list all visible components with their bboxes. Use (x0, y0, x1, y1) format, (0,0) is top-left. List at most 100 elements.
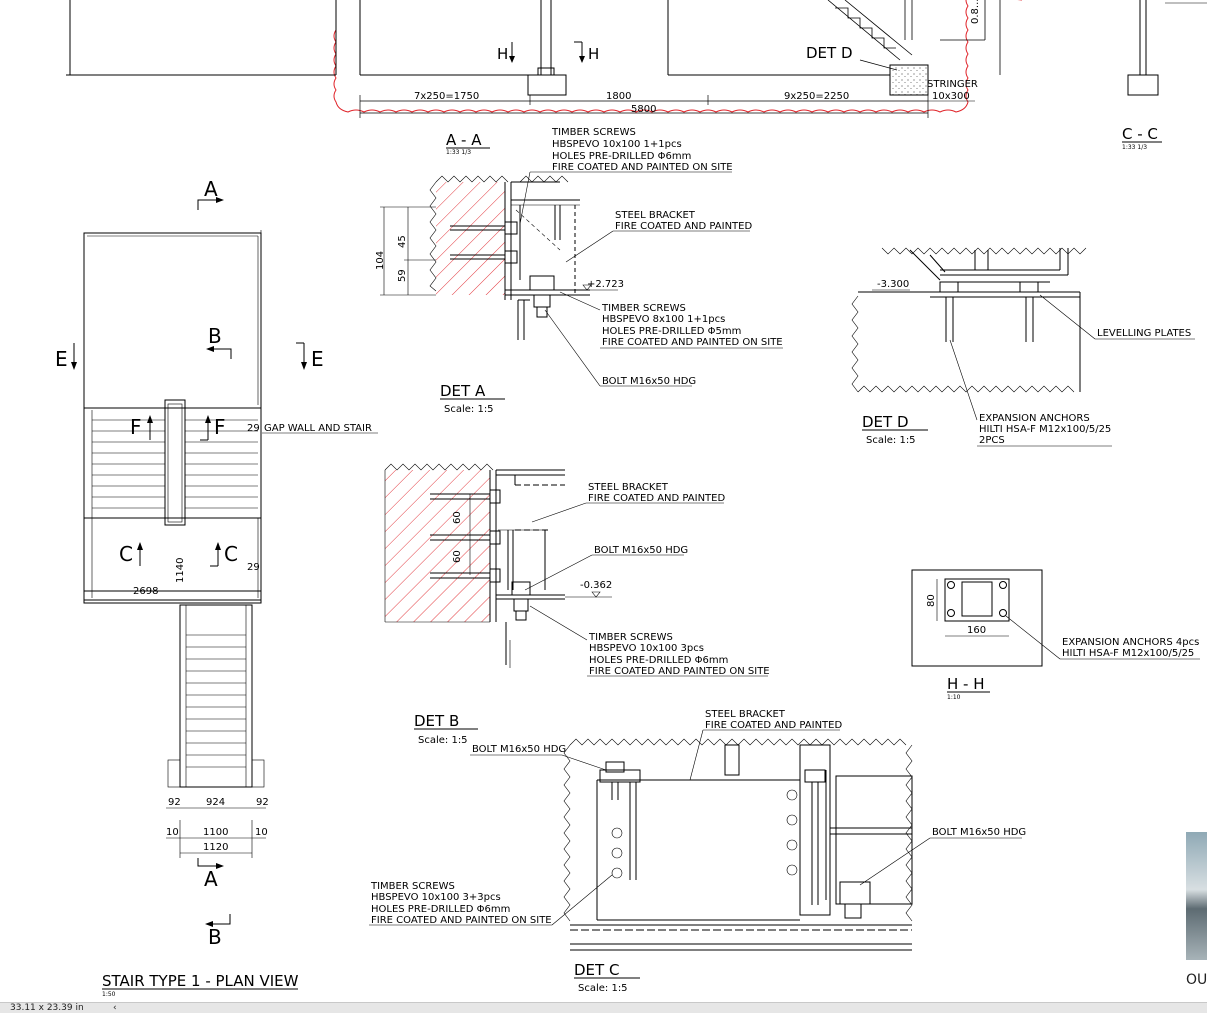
det-a-bolt: BOLT M16x50 HDG (602, 376, 696, 387)
plan-dim-1140: 1140 (175, 558, 186, 583)
plan-marker-f-left: F (130, 415, 142, 439)
det-b: 60 60 -0.362 STEEL BRACKET FIRE COATED A… (384, 463, 770, 746)
det-c-screws-1: TIMBER SCREWS (370, 881, 455, 892)
photo-thumbnail-clipped (1186, 832, 1207, 960)
plan-dim-1120: 1120 (203, 842, 228, 853)
det-a-bracket-1: STEEL BRACKET (615, 210, 696, 221)
det-a-level: +2.723 (587, 279, 624, 290)
hh-anchors-1: EXPANSION ANCHORS 4pcs (1062, 637, 1199, 648)
dim-right: 9x250=2250 (784, 91, 849, 102)
det-b-screws-3: HOLES PRE-DRILLED Φ6mm (589, 655, 728, 666)
plan-title: STAIR TYPE 1 - PLAN VIEW (102, 972, 299, 990)
det-b-dim-60-upper: 60 (452, 511, 463, 524)
det-b-screws-1: TIMBER SCREWS (588, 632, 673, 643)
plan-marker-b-mid: B (208, 324, 222, 348)
det-a-screws-mid-2: HBSPEVO 8x100 1+1pcs (602, 314, 725, 325)
det-c-bolt-right: BOLT M16x50 HDG (932, 827, 1026, 838)
page-size-readout: 33.11 x 23.39 in (10, 1003, 84, 1013)
det-d-callout: DET D (806, 44, 853, 62)
plan-gap-29-bottom: 29 (247, 562, 260, 573)
h-marker-right: H (588, 45, 599, 63)
section-aa-scale: 1:33 1/3 (446, 149, 471, 156)
det-b-bracket-1: STEEL BRACKET (588, 482, 669, 493)
det-c-title: DET C (574, 961, 619, 979)
plan-view: A B E E (55, 177, 378, 998)
dim-total: 5800 (631, 104, 656, 115)
plan-marker-a-bottom: A (204, 867, 218, 891)
section-cc-label: C - C (1122, 125, 1158, 143)
status-bar: 33.11 x 23.39 in ‹ (0, 1002, 1207, 1013)
plan-marker-f-right: F (214, 415, 226, 439)
nav-arrow-icon[interactable]: ‹ (113, 1003, 117, 1013)
det-d-anchors-2: HILTI HSA-F M12x100/5/25 (979, 424, 1111, 435)
det-a-dim-104: 104 (375, 251, 386, 270)
det-a-screws-mid-4: FIRE COATED AND PAINTED ON SITE (602, 337, 783, 348)
det-d-scale: Scale: 1:5 (866, 435, 916, 446)
hh-dim-160: 160 (967, 625, 986, 636)
det-a-scale: Scale: 1:5 (444, 404, 494, 415)
hh-anchors-2: HILTI HSA-F M12x100/5/25 (1062, 648, 1194, 659)
det-b-screws-2: HBSPEVO 10x100 3pcs (589, 643, 704, 654)
plan-gap-29-top: 29 (247, 423, 260, 434)
det-a-screws-top-1: TIMBER SCREWS (551, 127, 636, 138)
det-c-bracket-2: FIRE COATED AND PAINTED (705, 720, 842, 731)
stringer-note-2: 10x300 (932, 91, 970, 102)
stringer-note-1: STRINGER (927, 79, 978, 90)
section-cc-scale: 1:33 1/3 (1122, 144, 1147, 151)
section-aa-label: A - A (446, 131, 482, 149)
h-marker-left: H (497, 45, 508, 63)
section-aa: H H 0.8... DET D STRINGER 10x300 (66, 0, 1022, 156)
det-a-screws-top-2: HBSPEVO 10x100 1+1pcs (552, 139, 682, 150)
det-d-anchors-3: 2PCS (979, 435, 1005, 446)
det-b-title: DET B (414, 712, 459, 730)
det-a-dim-59: 59 (397, 269, 408, 282)
det-b-level: -0.362 (580, 580, 612, 591)
det-a: 104 45 59 +2.723 TIMBER SCREWS HBSPEVO 1… (375, 127, 783, 415)
det-b-bracket-2: FIRE COATED AND PAINTED (588, 493, 725, 504)
revision-cloud (333, 0, 1022, 113)
plan-dim-924: 924 (206, 797, 225, 808)
plan-marker-e-right: E (311, 347, 324, 371)
hh-dim-80: 80 (926, 594, 937, 607)
det-b-bolt: BOLT M16x50 HDG (594, 545, 688, 556)
plan-dim-92-left: 92 (168, 797, 181, 808)
clipped-text-1: OU (1186, 972, 1207, 988)
det-c-screws-3: HOLES PRE-DRILLED Φ6mm (371, 904, 510, 915)
plan-marker-e-left: E (55, 347, 68, 371)
clipped-right-text: OU (1186, 972, 1207, 988)
det-c-scale: Scale: 1:5 (578, 983, 628, 994)
section-hh-scale: 1:10 (947, 694, 961, 701)
plan-marker-a-top: A (204, 177, 218, 201)
det-d-title: DET D (862, 413, 909, 431)
det-a-screws-mid-1: TIMBER SCREWS (601, 303, 686, 314)
plan-dim-2698: 2698 (133, 586, 158, 597)
plan-marker-c-left: C (119, 542, 133, 566)
det-a-screws-top-4: FIRE COATED AND PAINTED ON SITE (552, 162, 733, 173)
dim-mid: 1800 (606, 91, 631, 102)
det-d: -3.300 LEVELLING PLATES EXPANSION ANCHOR… (851, 247, 1195, 447)
det-c-bolt-left: BOLT M16x50 HDG (472, 744, 566, 755)
plan-scale: 1:50 (102, 991, 116, 998)
plan-dim-10-right: 10 (255, 827, 268, 838)
det-d-plates: LEVELLING PLATES (1097, 328, 1191, 339)
plan-gap-note: GAP WALL AND STAIR (264, 423, 372, 434)
section-hh-label: H - H (947, 675, 985, 693)
det-c: STEEL BRACKET FIRE COATED AND PAINTED BO… (369, 709, 1026, 994)
det-d-level: -3.300 (877, 279, 909, 290)
det-b-scale: Scale: 1:5 (418, 735, 468, 746)
plan-dim-10-left: 10 (166, 827, 179, 838)
section-hh: 80 160 EXPANSION ANCHORS 4pcs HILTI HSA-… (911, 569, 1200, 701)
det-a-bracket-2: FIRE COATED AND PAINTED (615, 221, 752, 232)
det-b-screws-4: FIRE COATED AND PAINTED ON SITE (589, 666, 770, 677)
det-c-screws-2: HBSPEVO 10x100 3+3pcs (371, 892, 501, 903)
plan-marker-c-right: C (224, 542, 238, 566)
dim-left: 7x250=1750 (414, 91, 479, 102)
det-d-anchors-1: EXPANSION ANCHORS (979, 413, 1090, 424)
det-a-screws-mid-3: HOLES PRE-DRILLED Φ5mm (602, 326, 741, 337)
det-a-title: DET A (440, 382, 486, 400)
det-a-screws-top-3: HOLES PRE-DRILLED Φ6mm (552, 151, 691, 162)
det-c-screws-4: FIRE COATED AND PAINTED ON SITE (371, 915, 552, 926)
section-cc: C - C 1:33 1/3 (1122, 0, 1207, 151)
plan-marker-b-bottom: B (208, 925, 222, 949)
